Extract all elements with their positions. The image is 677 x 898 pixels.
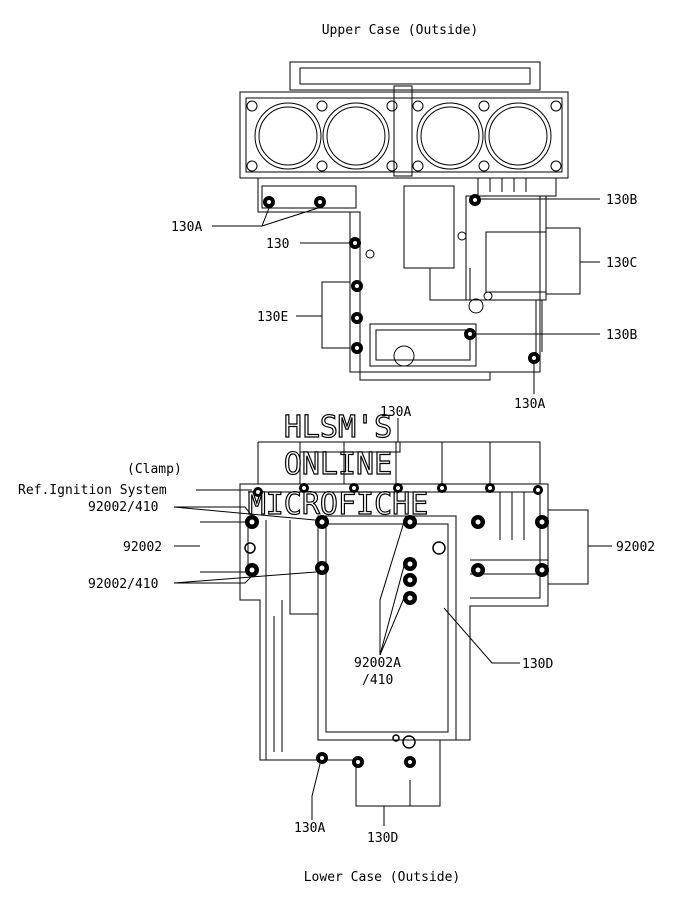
lower-case-bolts — [245, 483, 549, 768]
lower-label-92002-right: 92002 — [616, 540, 655, 555]
lower-label-clamp: (Clamp) — [127, 462, 182, 477]
watermark: HLSM'S ONLINE MICROFICHE — [247, 409, 429, 522]
watermark-line-1: HLSM'S — [284, 410, 392, 445]
upper-label-130e: 130E — [257, 310, 288, 325]
lower-label-130d-right: 130D — [522, 657, 553, 672]
upper-case-drawing — [239, 61, 581, 381]
upper-label-130a-left: 130A — [171, 220, 202, 235]
lower-label-92002-410-mid: 92002/410 — [88, 577, 158, 592]
upper-label-130b-mid: 130B — [606, 328, 637, 343]
lower-label-92002a: 92002A — [354, 656, 401, 671]
lower-label-130a-top: 130A — [380, 405, 411, 420]
upper-label-130a-bottom: 130A — [514, 397, 545, 412]
lower-label-92002-410-top: 92002/410 — [88, 500, 158, 515]
lower-label-ref-ignition-system: Ref.Ignition System — [18, 483, 167, 498]
upper-label-130b-top: 130B — [606, 193, 637, 208]
lower-label-130a-bottom: 130A — [294, 821, 325, 836]
lower-label-130d-bottom: 130D — [367, 831, 398, 846]
upper-case-title: Upper Case (Outside) — [322, 23, 479, 38]
lower-case-title: Lower Case (Outside) — [304, 870, 461, 885]
upper-case-bolts — [263, 194, 540, 364]
lower-label-92002-left: 92002 — [123, 540, 162, 555]
upper-label-130: 130 — [266, 237, 289, 252]
upper-leader-lines — [212, 198, 600, 394]
watermark-line-2: ONLINE — [284, 447, 392, 482]
watermark-line-3: MICROFICHE — [248, 487, 429, 522]
lower-label-410: /410 — [362, 673, 393, 688]
upper-label-130c: 130C — [606, 256, 637, 271]
lower-leader-lines — [173, 418, 612, 826]
